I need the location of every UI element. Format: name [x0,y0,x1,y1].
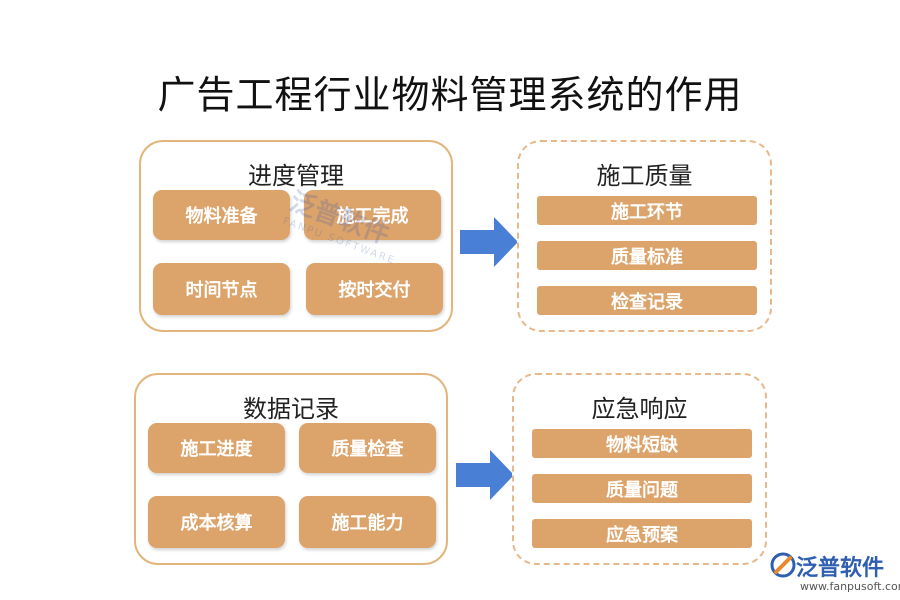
panel-emergency-response: 应急响应 物料短缺 质量问题 应急预案 [512,373,767,565]
page-title: 广告工程行业物料管理系统的作用 [157,73,743,117]
panel-title: 应急响应 [591,395,688,423]
item-box: 质量检查 [299,423,436,473]
item-bar: 应急预案 [532,519,752,548]
logo-url: www.fanpusoft.com [800,580,900,593]
logo-icon [770,552,796,578]
logo-name: 泛普软件 [796,556,885,581]
panel-title: 进度管理 [248,162,344,190]
item-box: 物料准备 [153,190,290,240]
right-arrow-icon [456,450,514,500]
item-bar: 物料短缺 [532,429,752,458]
item-box: 时间节点 [153,263,290,315]
item-bar: 质量标准 [537,241,757,270]
item-bar: 检查记录 [537,286,757,315]
panel-data-records: 数据记录 施工进度 质量检查 成本核算 施工能力 [134,373,448,565]
item-box: 按时交付 [306,263,443,315]
right-arrow-icon [460,217,518,267]
item-box: 施工能力 [299,496,436,548]
panel-title: 数据记录 [243,395,339,423]
panel-title: 施工质量 [596,162,693,190]
item-box: 成本核算 [148,496,285,548]
item-bar: 质量问题 [532,474,752,503]
panel-construction-quality: 施工质量 施工环节 质量标准 检查记录 [517,140,772,332]
item-box: 施工进度 [148,423,285,473]
item-box: 施工完成 [304,190,441,240]
panel-progress-management: 进度管理 物料准备 施工完成 时间节点 按时交付 [139,140,453,332]
item-bar: 施工环节 [537,196,757,225]
